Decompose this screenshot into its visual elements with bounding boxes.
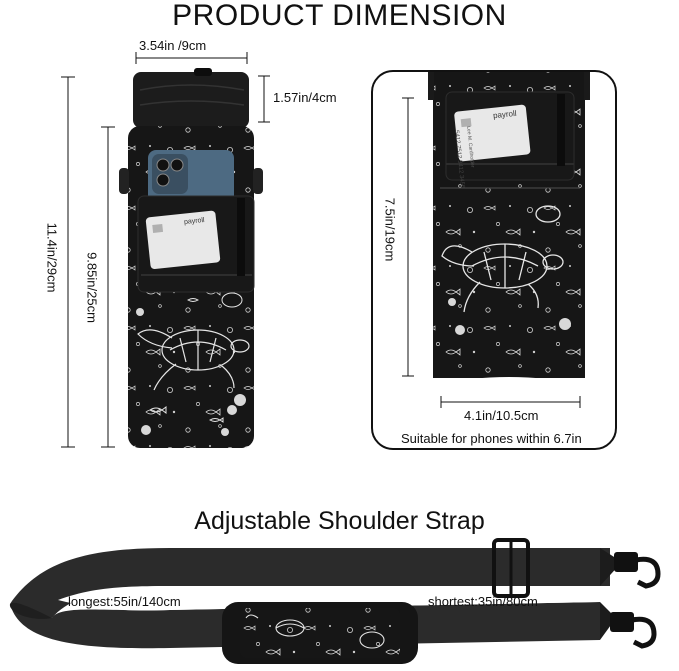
strap-heading: Adjustable Shoulder Strap [194,507,485,535]
page-title: PRODUCT DIMENSION [172,0,507,32]
strap-shortest-label: shortest:35in/80cm [428,594,538,609]
phone-compat-note: Suitable for phones within 6.7in [401,431,582,446]
strap-longest-label: longest:55in/140cm [68,594,181,609]
top-width-label: 3.54in /9cm [139,38,207,53]
body-height-label: 9.85in/25cm [84,252,100,323]
pocket-width-label: 4.1in/10.5cm [464,408,539,423]
pocket-detail-box [371,70,617,450]
pocket-height-label: 7.5in/19cm [382,197,398,262]
lid-height-label: 1.57in/4cm [273,90,337,105]
total-height-label: 11.4in/29cm [44,222,60,293]
